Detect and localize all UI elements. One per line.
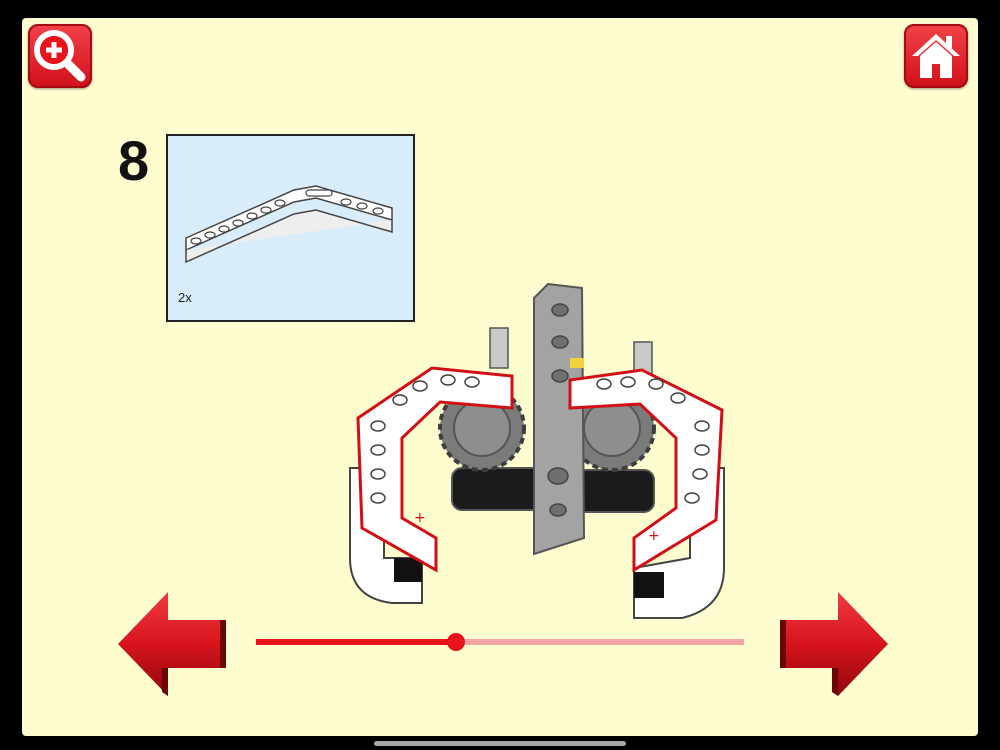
- svg-text:+: +: [414, 510, 426, 526]
- arrow-right-icon: [780, 592, 888, 696]
- slider-fill: [256, 639, 457, 645]
- bent-liftarm-beam-icon: [185, 185, 393, 264]
- arrow-left-icon: [118, 592, 226, 696]
- parts-callout: 2x: [166, 134, 415, 322]
- step-progress-slider[interactable]: [256, 630, 744, 654]
- step-number: 8: [118, 129, 149, 192]
- slider-thumb[interactable]: [447, 633, 466, 651]
- home-indicator: [374, 741, 626, 746]
- part-quantity: 2x: [178, 290, 192, 305]
- magnifier-plus-icon: [34, 30, 86, 82]
- zoom-button[interactable]: [28, 24, 92, 88]
- next-step-button[interactable]: [774, 588, 890, 705]
- build-model-illustration: + +: [349, 282, 725, 619]
- app-screen: 8 2x: [22, 18, 978, 736]
- slider-track: [256, 639, 744, 645]
- previous-step-button[interactable]: [116, 588, 232, 705]
- home-button[interactable]: [904, 24, 968, 88]
- home-icon: [912, 34, 960, 78]
- svg-text:+: +: [648, 528, 660, 544]
